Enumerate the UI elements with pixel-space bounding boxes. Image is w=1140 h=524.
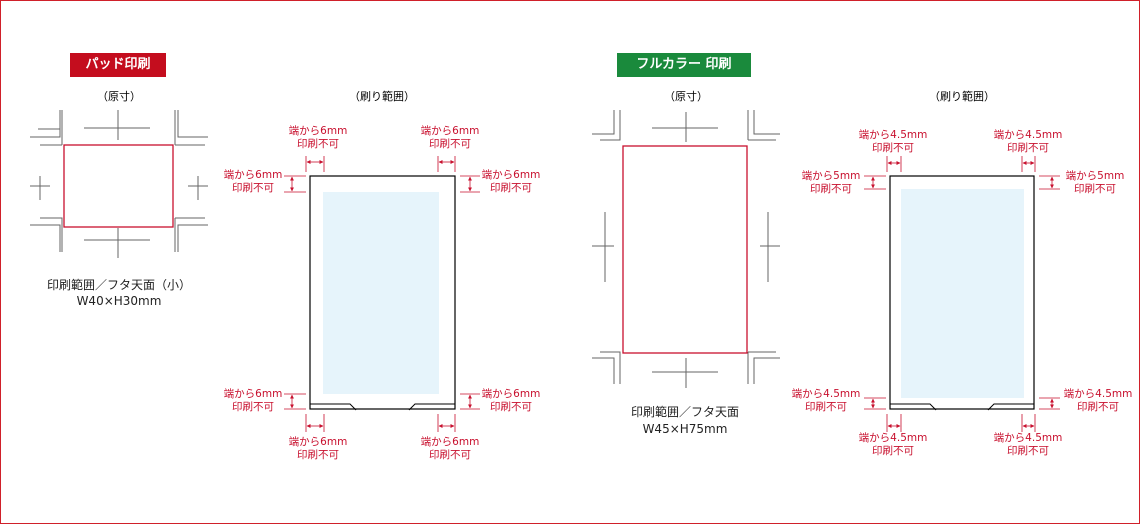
crop-marks-left [30,110,208,258]
left-print-range-diagram [284,156,480,432]
pad-print-badge: パッド印刷 [70,53,166,77]
right-original-diagram [592,110,780,388]
left-caption-title: 印刷範囲／フタ天面（小） [46,278,192,292]
left-caption-size: W40×H30mm [76,294,162,308]
lid-outline-large [622,145,748,354]
left-original-label: （原寸） [97,90,141,103]
right-caption-title: 印刷範囲／フタ天面 [630,405,740,419]
right-original-label: （原寸） [664,90,708,103]
print-area-left [323,192,439,394]
full-color-print-badge: フルカラー 印刷 [617,53,751,77]
right-caption-size: W45×H75mm [642,422,728,436]
right-print-range-diagram [864,156,1060,432]
right-print-range-label: （刷り範囲） [929,90,995,103]
print-area-right [901,189,1024,398]
left-print-range-label: （刷り範囲） [349,90,415,103]
left-original-diagram [30,110,208,258]
crop-marks-right [592,110,780,388]
lid-outline-small [63,144,174,228]
